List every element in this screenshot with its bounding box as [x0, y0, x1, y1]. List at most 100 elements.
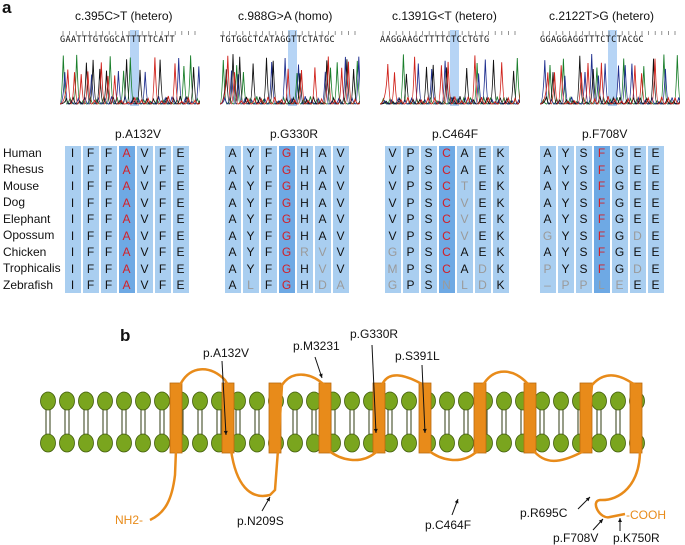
residue: I: [70, 179, 75, 193]
residue: E: [651, 278, 660, 292]
residue: A: [228, 228, 237, 243]
residue: A: [228, 162, 237, 177]
residue: A: [228, 179, 237, 193]
residue: P: [406, 146, 415, 160]
lipid-head: [192, 391, 208, 411]
lipid-head: [116, 433, 132, 453]
residue: A: [228, 195, 237, 210]
residue: A: [228, 212, 237, 226]
residue: K: [496, 245, 505, 259]
residue: C: [442, 261, 451, 276]
residue: A: [228, 278, 237, 292]
lipid-head: [192, 433, 208, 453]
alignment-column: [297, 146, 313, 293]
residue: V: [388, 212, 397, 226]
residue: G: [614, 261, 625, 276]
residue: V: [336, 179, 345, 193]
residue: Y: [246, 179, 255, 193]
residue: I: [70, 146, 75, 160]
lipid-head: [78, 433, 94, 453]
label-s391l: p.S391L: [395, 349, 440, 363]
residue: F: [104, 195, 113, 210]
mutation-arrows: [221, 344, 622, 531]
residue: Y: [246, 228, 255, 243]
residue: A: [228, 146, 237, 160]
residue: K: [496, 162, 505, 177]
residue: S: [579, 179, 588, 193]
variant-highlight: [130, 30, 139, 106]
residue: V: [140, 212, 149, 226]
residue: V: [388, 195, 397, 210]
residue: K: [496, 228, 505, 243]
chromatogram-trace-3: [380, 30, 520, 106]
alignment-title-4: p.F708V: [582, 127, 628, 141]
residue: C: [442, 179, 451, 193]
residue: F: [86, 245, 95, 259]
mutation-title-3: c.1391G<T (hetero): [392, 9, 497, 23]
residue: E: [176, 228, 185, 243]
residue: F: [86, 278, 95, 292]
arrow-s391l-head: [422, 428, 427, 433]
alignment-column: [612, 146, 628, 293]
residue: C: [442, 146, 451, 160]
residue: V: [388, 146, 397, 160]
mutation-title-1: c.395C>T (hetero): [75, 9, 173, 23]
residue: E: [478, 179, 487, 193]
residue: Y: [246, 261, 255, 276]
residue: F: [264, 278, 273, 292]
residue: A: [543, 179, 552, 193]
alignment-column: [403, 146, 419, 293]
residue: F: [104, 146, 113, 160]
residue: S: [424, 195, 433, 210]
lipid-bilayer: [40, 391, 645, 453]
residue: H: [300, 261, 309, 276]
alignment-column: [385, 146, 401, 293]
residue: A: [122, 228, 131, 243]
alignment-column: [137, 146, 153, 293]
residue: F: [264, 162, 273, 177]
residue: A: [460, 261, 469, 276]
residue: Y: [561, 162, 570, 177]
alignment-column: [243, 146, 259, 293]
residue: S: [579, 212, 588, 226]
residue: E: [633, 245, 642, 259]
residue: I: [70, 228, 75, 243]
arrow-k750r-head: [618, 518, 622, 523]
residue: S: [579, 146, 588, 160]
lipid-head: [534, 433, 550, 453]
species-label: Trophicalis: [3, 261, 61, 275]
residue: A: [543, 195, 552, 210]
residue: H: [300, 195, 309, 210]
residue: P: [406, 179, 415, 193]
residue: G: [281, 179, 292, 193]
residue: F: [104, 212, 113, 226]
species-label: Zebrafish: [3, 278, 54, 292]
residue: V: [318, 261, 327, 276]
residue: D: [478, 261, 487, 276]
species-label: Human: [3, 146, 42, 160]
residue: E: [176, 195, 185, 210]
alignment-column: [65, 146, 81, 293]
alignment-title-2: p.G330R: [270, 127, 319, 141]
residue: A: [460, 245, 469, 259]
residue: V: [460, 195, 469, 210]
alignment-column: [594, 146, 610, 293]
alignment-column: [558, 146, 574, 293]
lipid-head: [287, 433, 303, 453]
lipid-head: [344, 391, 360, 411]
residue: A: [318, 195, 327, 210]
residue: R: [300, 245, 309, 259]
residue: E: [478, 245, 487, 259]
residue: G: [542, 228, 553, 243]
chromatogram-1: GAATTTGTGGCATTTTTCATT: [60, 30, 200, 106]
residue: M: [387, 261, 398, 276]
residue: P: [406, 261, 415, 276]
alignment-column: [576, 146, 592, 293]
residue: E: [478, 162, 487, 177]
residue: E: [651, 261, 660, 276]
residue: F: [264, 195, 273, 210]
lipid-head: [135, 391, 151, 411]
residue: D: [318, 278, 327, 292]
alignment-column: [333, 146, 349, 293]
residue: S: [579, 162, 588, 177]
